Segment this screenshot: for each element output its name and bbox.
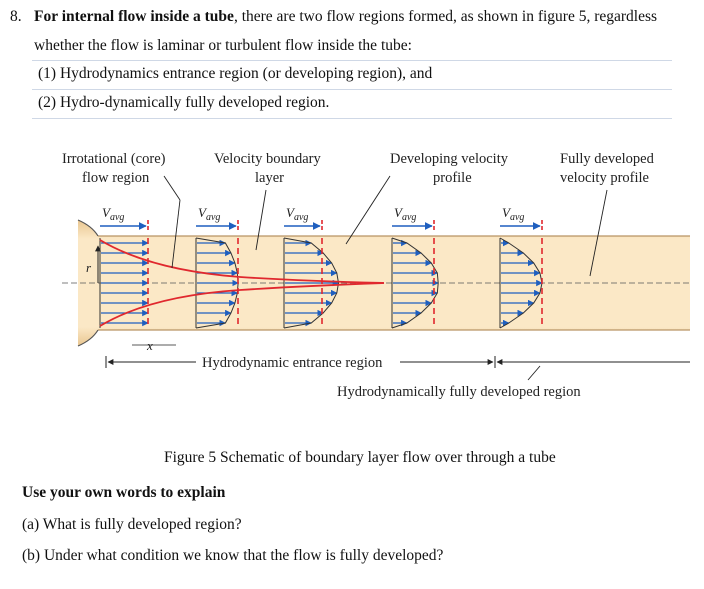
velocity-profiles: Vavg Vavg Vavg Vavg Vavg bbox=[99, 205, 543, 329]
task-question-a: (a) What is fully developed region? bbox=[22, 516, 242, 533]
question-number: 8. bbox=[10, 8, 22, 25]
question-item-2: (2) Hydro-dynamically fully developed re… bbox=[38, 94, 330, 111]
question-intro: For internal flow inside a tube, there a… bbox=[34, 8, 657, 26]
figure-caption: Figure 5 Schematic of boundary layer flo… bbox=[164, 449, 556, 466]
velocity-profile: Vavg bbox=[99, 205, 149, 328]
v-avg-label: Vavg bbox=[286, 205, 308, 223]
boundary-layer-bottom bbox=[99, 282, 385, 327]
velocity-profile: Vavg bbox=[499, 205, 543, 329]
question-item-1: (1) Hydrodynamics entrance region (or de… bbox=[38, 65, 433, 82]
label-developing-2: profile bbox=[433, 170, 472, 186]
label-fully-2: velocity profile bbox=[560, 170, 649, 186]
x-axis-label: x bbox=[146, 338, 153, 353]
divider bbox=[32, 60, 672, 61]
label-boundary-1: Velocity boundary bbox=[214, 151, 321, 167]
leader-fully bbox=[589, 189, 608, 277]
v-avg-label: Vavg bbox=[394, 205, 416, 223]
boundary-layer-top bbox=[99, 239, 385, 284]
tube-flow-figure: r Vavg Vavg Vavg Vavg Vavg Irrotational (cor… bbox=[62, 151, 690, 400]
question-intro-bold: For internal flow inside a tube bbox=[34, 8, 234, 25]
question-intro-rest: , there are two flow regions formed, as … bbox=[233, 8, 658, 25]
label-irrotational-2: flow region bbox=[82, 170, 150, 186]
leader-boundary bbox=[255, 189, 267, 251]
v-avg-label: Vavg bbox=[102, 205, 124, 223]
leader-irrotational-2 bbox=[171, 199, 181, 269]
tube-inlet-bottom bbox=[77, 329, 99, 347]
label-developing-1: Developing velocity bbox=[390, 151, 509, 167]
divider bbox=[32, 89, 672, 90]
leader-irrotational bbox=[163, 175, 181, 201]
v-avg-label: Vavg bbox=[198, 205, 220, 223]
v-avg-label: Vavg bbox=[502, 205, 524, 223]
developed-region-label: Hydrodynamically fully developed region bbox=[337, 384, 581, 400]
task-question-b: (b) Under what condition we know that th… bbox=[22, 547, 444, 564]
task-heading-text: Use your own words to explain bbox=[22, 484, 226, 501]
r-axis-label: r bbox=[86, 260, 92, 275]
task-heading: Use your own words to explain bbox=[22, 484, 225, 502]
question-line-2: whether the flow is laminar or turbulent… bbox=[34, 37, 412, 54]
divider bbox=[32, 118, 672, 119]
leader-developing bbox=[345, 175, 391, 245]
entrance-region-label: Hydrodynamic entrance region bbox=[202, 355, 383, 371]
label-fully-1: Fully developed bbox=[560, 151, 655, 167]
label-boundary-2: layer bbox=[255, 170, 284, 186]
label-irrotational-1: Irrotational (core) bbox=[62, 151, 166, 167]
tube-inlet-top bbox=[77, 219, 99, 237]
leader-developed bbox=[527, 365, 541, 381]
